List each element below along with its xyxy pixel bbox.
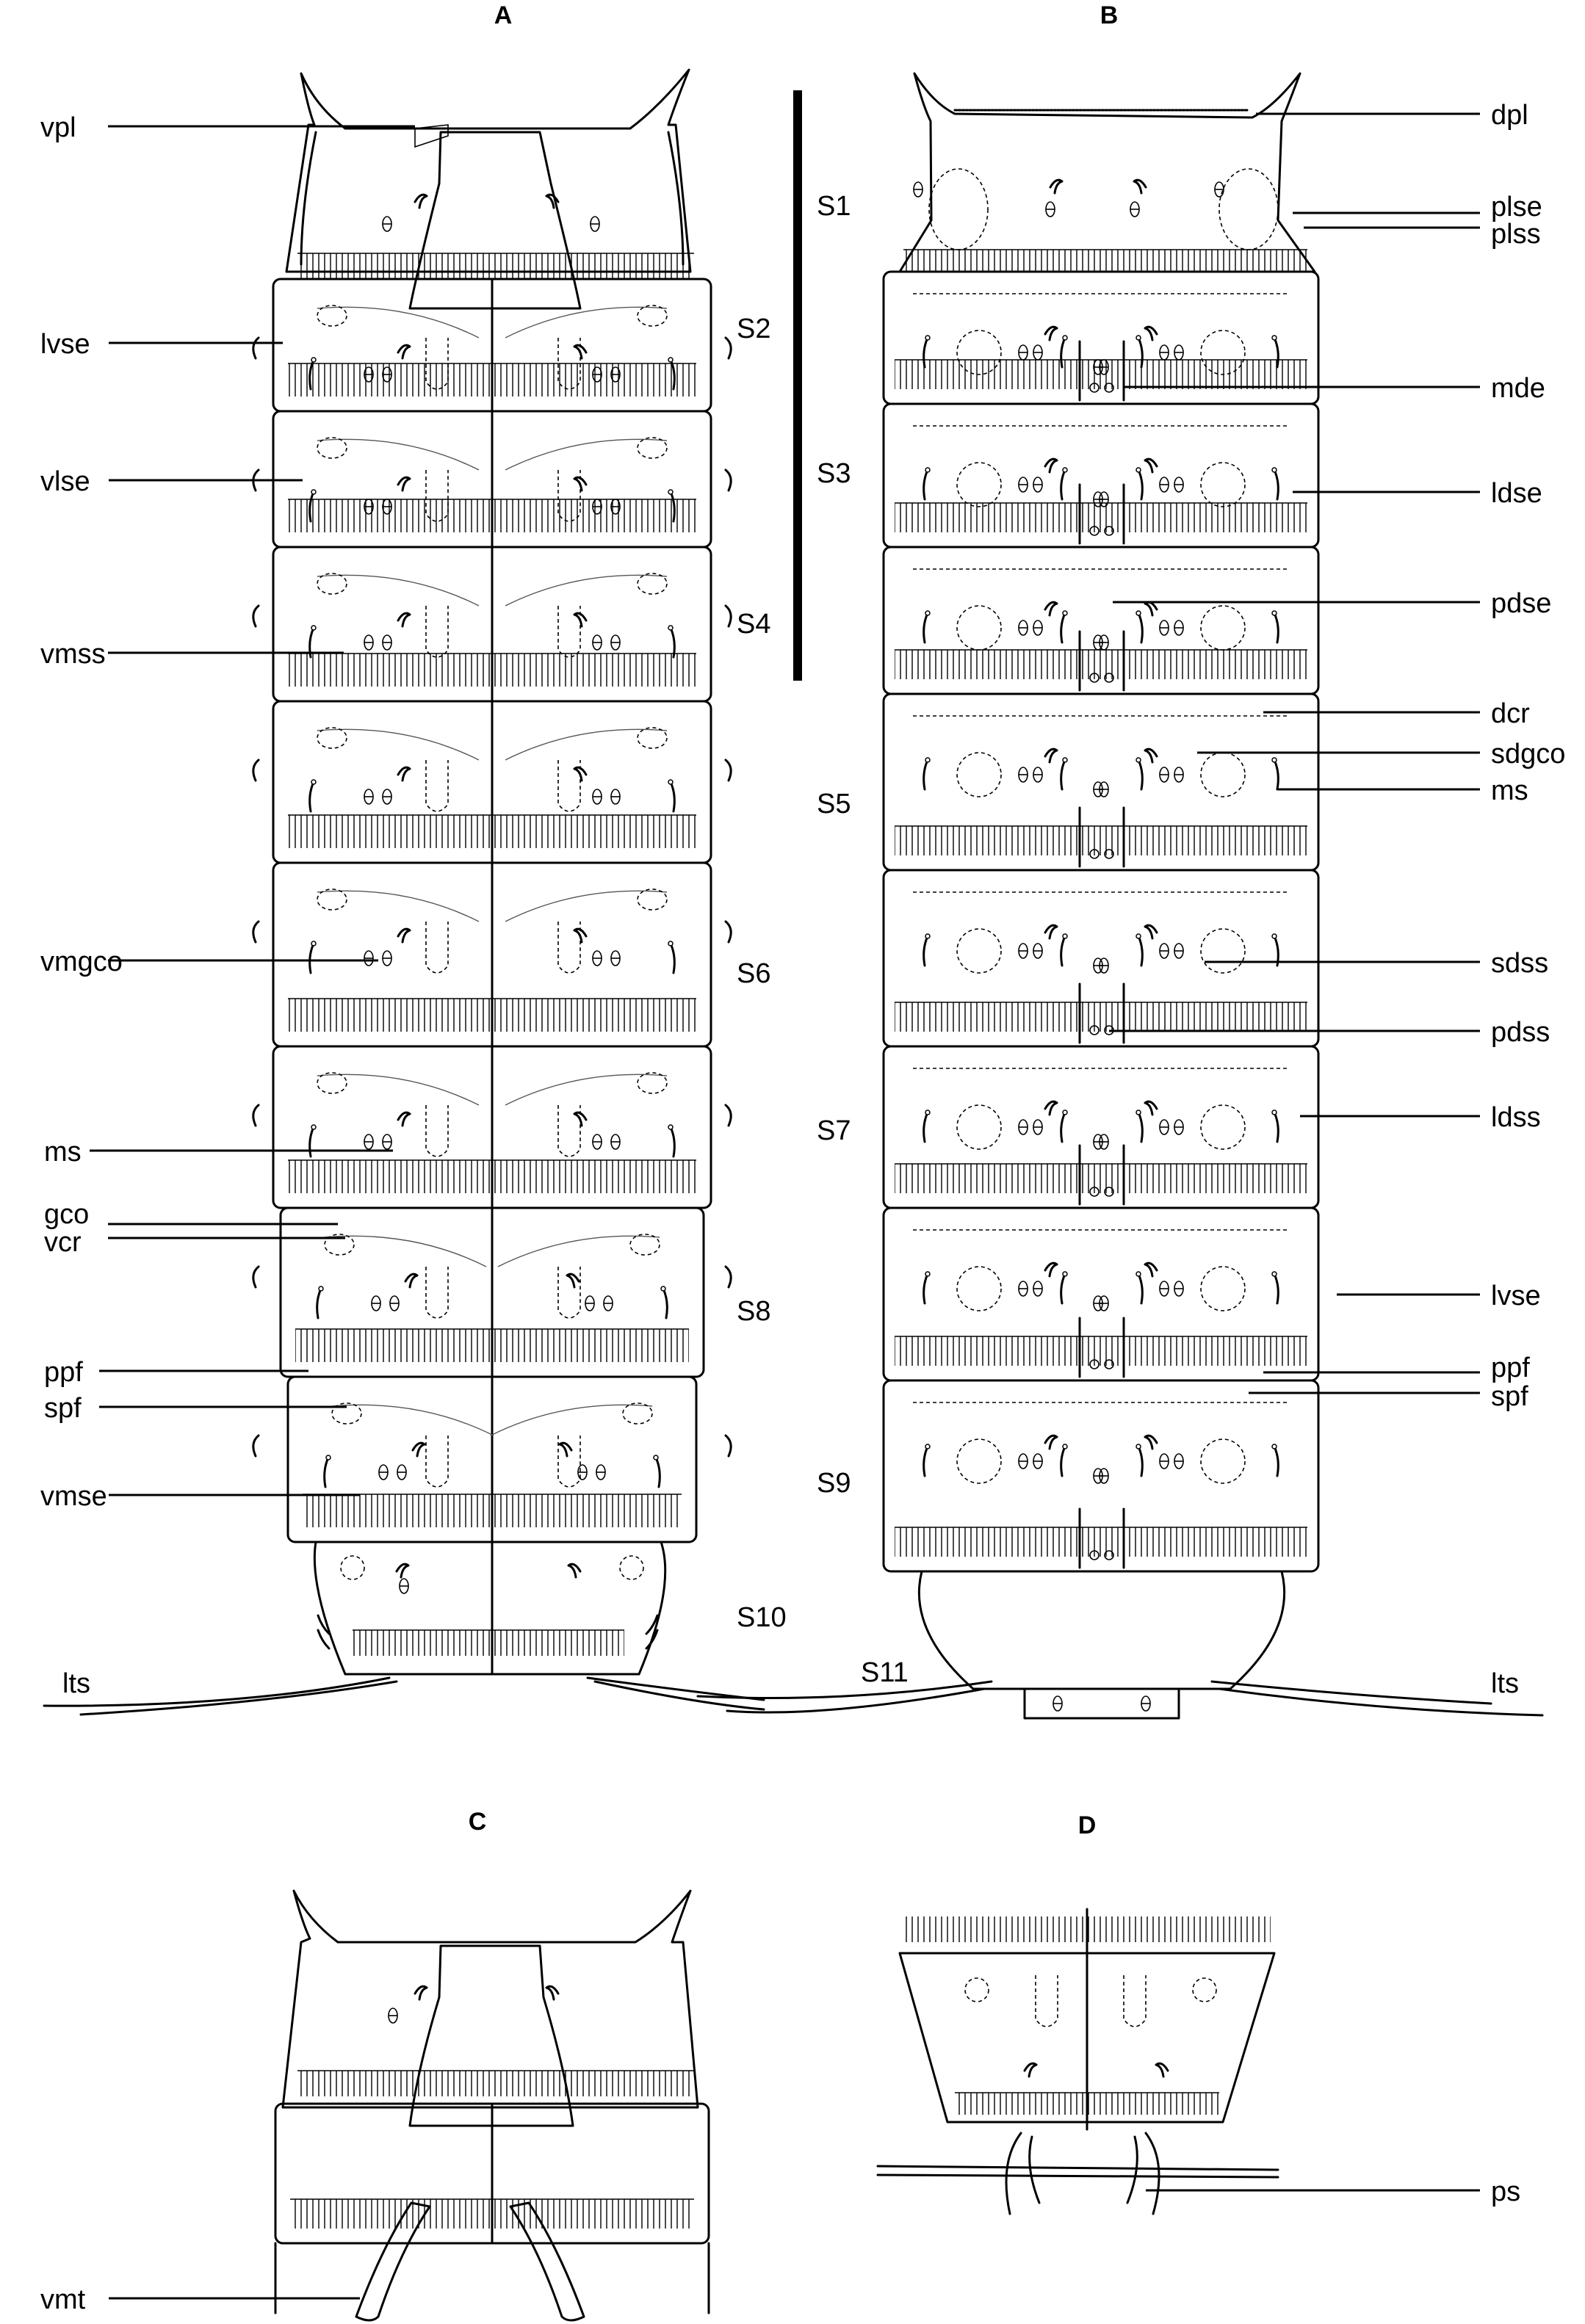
segment-label-s3: S3	[817, 458, 851, 489]
segment-label-s9: S9	[817, 1468, 851, 1499]
label-lvse-b: lvse	[1491, 1281, 1541, 1311]
label-vpl: vpl	[40, 112, 76, 143]
label-spf: spf	[44, 1393, 82, 1424]
label-sdss: sdss	[1491, 948, 1548, 979]
label-ms: ms	[44, 1137, 82, 1168]
ventral-view-body	[43, 68, 765, 1716]
segment-label-s8: S8	[737, 1296, 770, 1327]
annotations-ventral: vpl lvse vlse vmss vmgco ms gco vcr ppf …	[40, 112, 415, 1699]
segment-label-s4: S4	[737, 609, 770, 640]
label-ppf-b: ppf	[1491, 1353, 1530, 1383]
label-vlse: vlse	[40, 466, 90, 497]
segment-label-s7: S7	[817, 1115, 851, 1146]
annotations-dorsal: dpl plse plss mde ldse pdse dcr sdgco ms…	[1109, 100, 1565, 1699]
segment-label-s1: S1	[817, 191, 851, 222]
panel-label-a: A	[494, 1, 513, 29]
panel-label-b: B	[1100, 1, 1119, 29]
label-plse: plse	[1491, 192, 1542, 222]
label-mde: mde	[1491, 373, 1545, 404]
label-vmss: vmss	[40, 639, 106, 670]
label-lvse: lvse	[40, 329, 90, 360]
label-ppf: ppf	[44, 1357, 83, 1388]
label-lts-a: lts	[62, 1668, 90, 1699]
panel-label-c: C	[469, 1808, 487, 1836]
annotations-details: vmt ps	[40, 2176, 1520, 2315]
label-pdss: pdss	[1491, 1017, 1550, 1048]
label-pdse: pdse	[1491, 588, 1551, 619]
posterior-detail-body	[876, 1908, 1279, 2215]
label-dcr: dcr	[1491, 698, 1530, 729]
label-vmgco: vmgco	[40, 946, 123, 977]
label-vcr: vcr	[44, 1227, 82, 1258]
panel-label-d: D	[1078, 1811, 1097, 1839]
label-vmt: vmt	[40, 2284, 86, 2315]
ventral-detail-body	[274, 1889, 710, 2322]
label-ms-b: ms	[1491, 775, 1528, 806]
label-spf-b: spf	[1491, 1381, 1528, 1412]
segment-label-s11: S11	[861, 1657, 909, 1688]
label-ldss: ldss	[1491, 1102, 1541, 1133]
segment-label-s6: S6	[737, 958, 770, 989]
label-vmse: vmse	[40, 1481, 107, 1512]
segment-labels: S1 S2 S3 S4 S5 S6 S7 S8 S9 S10 S11	[737, 191, 909, 1688]
label-ldse: ldse	[1491, 478, 1542, 509]
label-sdgco: sdgco	[1491, 739, 1565, 770]
label-dpl: dpl	[1491, 100, 1528, 131]
dorsal-view-body	[696, 72, 1544, 1720]
segment-label-s5: S5	[817, 789, 851, 819]
label-ps: ps	[1491, 2176, 1520, 2207]
segment-label-s2: S2	[737, 314, 770, 344]
label-gco: gco	[44, 1199, 89, 1230]
label-plss: plss	[1491, 219, 1541, 250]
segment-label-s10: S10	[737, 1602, 787, 1633]
label-lts-b: lts	[1491, 1668, 1519, 1699]
